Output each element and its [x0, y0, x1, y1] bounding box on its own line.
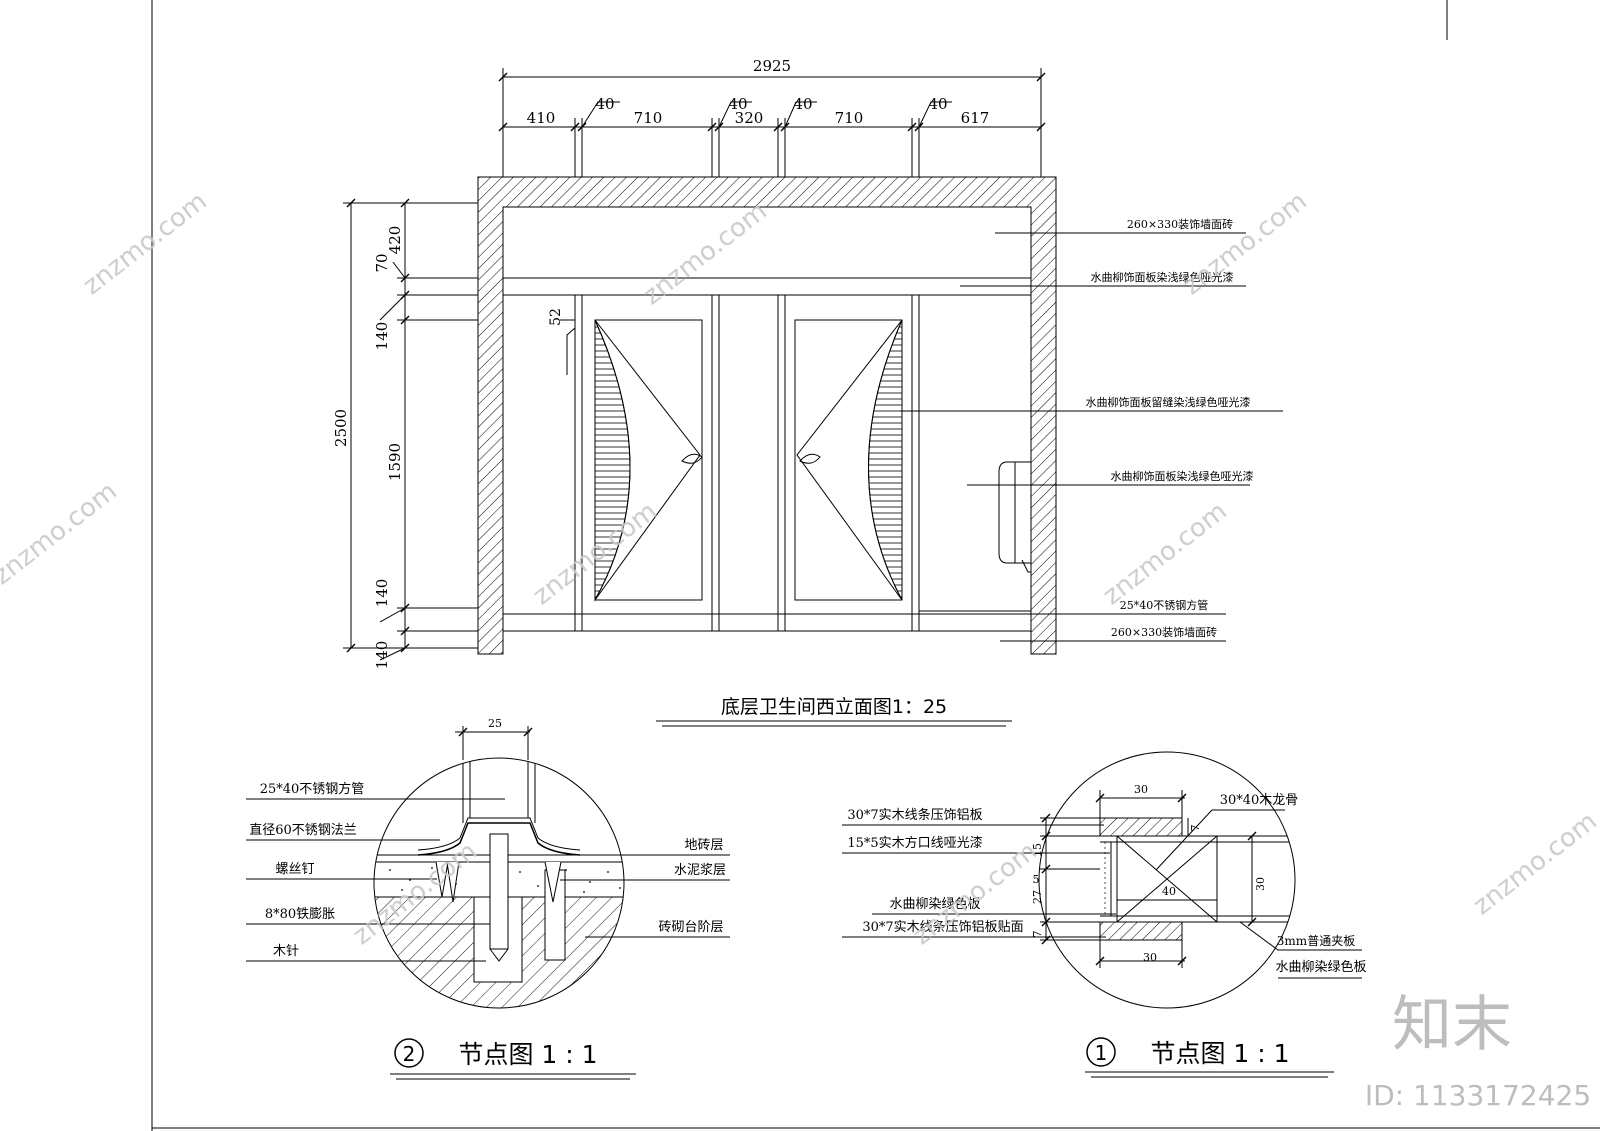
dim-overall-width: 2925 [753, 57, 791, 75]
d2-marker-circle [394, 1038, 424, 1068]
elevation-title: 底层卫生间西立面图1：25 [721, 696, 947, 718]
d2-label-screw: 螺丝钉 [275, 862, 314, 877]
d1-dim-inner: 40 [1162, 885, 1176, 898]
watermark-text-9: znzmo.com [1467, 806, 1600, 921]
d2-marker: 2 [403, 1042, 416, 1066]
watermark-text-2: znzmo.com [637, 196, 772, 311]
callout-panel-upper: 水曲柳饰面板染浅绿色哑光漆 [1091, 270, 1234, 284]
mortar-dots [389, 867, 621, 893]
d2-label-cement-slurry: 水泥浆层 [674, 863, 726, 878]
d1-label-wood-strip-bottom: 30*7实木线条压饰铝板贴面 [862, 919, 1023, 935]
dim-top-gap-2: 40 [728, 95, 747, 113]
elevation-leaders [900, 232, 1283, 642]
detail-1-partition-node: 30 30 40 30 7 15 5 27 7 30*7实木线条压饰铝板 15*… [842, 751, 1367, 1078]
watermark-id: ID: 1133172425 [1365, 1079, 1591, 1112]
dim-left-seg-1: 420 [386, 226, 404, 255]
watermark-logo: 知末 [1392, 990, 1512, 1060]
dim-top-gap-3: 40 [793, 95, 812, 113]
watermark-text-3: znzmo.com [1177, 186, 1312, 301]
d2-title: 节点图 1 : 1 [458, 1040, 597, 1069]
dim-door-offset: 52 [548, 308, 564, 326]
d1-dim-left-4: 27 [1031, 890, 1044, 904]
dim-top-seg-3: 320 [735, 109, 764, 127]
dim-top-seg-1: 410 [527, 109, 556, 127]
d2-label-expansion-bolt: 8*80铁膨胀 [265, 907, 335, 922]
d1-dim-left-5: 7 [1031, 931, 1044, 938]
d2-label-steel-tube: 25*40不锈钢方管 [260, 781, 365, 797]
callout-wall-tile-bottom: 260×330装饰墙面砖 [1111, 625, 1217, 639]
wall-hatch [477, 176, 1057, 655]
dim-top-gap-4: 40 [928, 95, 947, 113]
d1-marker: 1 [1095, 1041, 1108, 1065]
d1-label-square-trim: 15*5实木方口线哑光漆 [847, 835, 982, 851]
left-dimensions [343, 198, 576, 661]
d1-title: 节点图 1 : 1 [1150, 1039, 1289, 1068]
sheet-frame [151, 0, 1600, 1131]
west-elevation: 2925 410 710 320 710 617 40 40 40 40 [332, 57, 1283, 727]
callout-panel-grooved: 水曲柳饰面板留缝染浅绿色哑光漆 [1086, 395, 1251, 409]
dim-left-seg-6: 140 [373, 641, 391, 670]
hand-dryer [998, 461, 1031, 573]
watermark-text-6: znzmo.com [1097, 496, 1232, 611]
dim-left-seg-4: 1590 [386, 443, 404, 481]
watermark-text-1: znzmo.com [77, 186, 212, 301]
dim-overall-height: 2500 [332, 409, 350, 447]
d1-label-plywood: 3mm普通夹板 [1277, 934, 1355, 948]
dim-top-seg-5: 617 [961, 109, 990, 127]
dim-top-seg-2: 710 [634, 109, 663, 127]
detail-2-base-node: 25 25*40不锈钢方管 直径60不锈钢法兰 螺丝钉 8*80铁膨胀 木针 地… [246, 717, 730, 1080]
top-dimensions [498, 68, 1046, 177]
dim-top-gap-1: 40 [595, 95, 614, 113]
dim-top-seg-4: 710 [835, 109, 864, 127]
d1-dim-left-3: 5 [1033, 873, 1040, 886]
d1-dim-bottom: 30 [1143, 951, 1157, 964]
d1-dim-right: 30 [1254, 877, 1267, 891]
d1-label-wood-strip-top: 30*7实木线条压饰铝板 [847, 807, 982, 823]
dim-left-seg-5: 140 [373, 579, 391, 608]
right-door [794, 319, 903, 601]
d2-label-brick-step: 砖砌台阶层 [658, 920, 723, 935]
d2-dim-top: 25 [488, 717, 502, 730]
d2-label-floor-tile: 地砖层 [684, 838, 723, 853]
d1-label-ash-panel: 水曲柳染绿色板 [889, 896, 980, 912]
d2-label-wood-plug: 木针 [273, 944, 299, 959]
elevation-interior [503, 277, 1031, 632]
callout-steel-tube: 25*40不锈钢方管 [1120, 598, 1209, 612]
d1-label-wood-keel: 30*40木龙骨 [1220, 793, 1299, 808]
watermark: znzmo.com znzmo.com znzmo.com znzmo.com … [0, 186, 1600, 951]
callout-panel-wall: 水曲柳饰面板染浅绿色哑光漆 [1111, 469, 1254, 483]
d1-dim-top: 30 [1134, 783, 1148, 796]
dim-left-seg-2: 70 [373, 253, 391, 272]
dim-left-seg-3: 140 [373, 322, 391, 351]
d2-label-flange: 直径60不锈钢法兰 [249, 823, 357, 838]
d1-marker-circle [1086, 1037, 1116, 1067]
watermark-text-4: znzmo.com [0, 476, 123, 591]
left-door [594, 319, 703, 602]
d1-label-green-panel: 水曲柳染绿色板 [1275, 959, 1366, 975]
callout-wall-tile-top: 260×330装饰墙面砖 [1127, 217, 1233, 231]
